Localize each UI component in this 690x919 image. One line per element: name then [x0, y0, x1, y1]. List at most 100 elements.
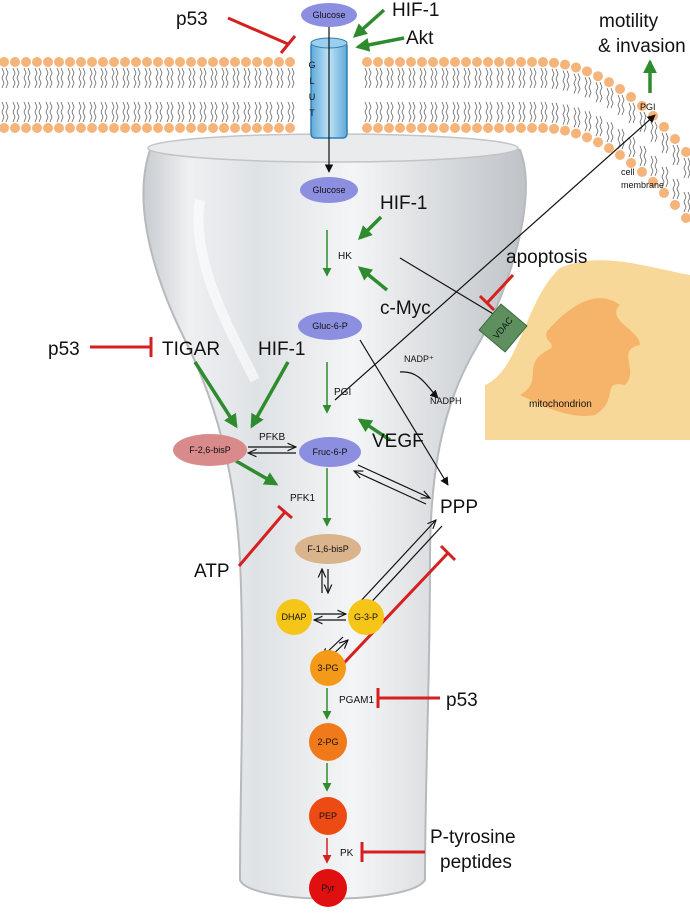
lipid-tail: [661, 166, 669, 188]
enzyme-pk: PK: [340, 848, 354, 859]
lipid-tail: [144, 67, 152, 89]
lipid-tail: [12, 101, 20, 123]
svg-text:3-PG: 3-PG: [317, 663, 338, 673]
lipid-tail: [397, 101, 405, 123]
svg-text:G-3-P: G-3-P: [354, 612, 378, 622]
regulator-c-myc: c-Myc: [380, 298, 431, 319]
lipid-tail: [650, 155, 658, 177]
metabolite-dhap: DHAP: [276, 599, 312, 635]
lipid-head: [681, 213, 690, 223]
mitochondrion-label: mitochondrion: [529, 399, 592, 410]
lipid-tail: [122, 67, 130, 89]
lipid-tail: [78, 67, 86, 89]
activation-arrows: [193, 8, 657, 486]
lipid-tail: [375, 67, 383, 89]
lipid-head: [230, 123, 240, 133]
lipid-head: [406, 123, 416, 133]
lipid-head: [87, 123, 97, 133]
outcome-ppp: PPP: [440, 497, 478, 518]
lipid-head: [670, 199, 680, 210]
lipid-tail: [595, 116, 603, 137]
lipid-tail: [364, 67, 372, 89]
lipid-tail: [67, 101, 75, 123]
regulator-atp: ATP: [194, 561, 230, 582]
regulator-akt: Akt: [406, 28, 434, 49]
lipid-head: [54, 57, 64, 67]
lipid-tail: [529, 67, 537, 89]
lipid-tail: [100, 67, 108, 89]
lipid-head: [120, 57, 130, 67]
lipid-tail: [430, 101, 438, 123]
lipid-tail: [155, 101, 163, 123]
lipid-head: [406, 57, 416, 67]
lipid-tail: [463, 101, 471, 123]
lipid-tail: [199, 67, 207, 89]
lipid-head: [263, 123, 273, 133]
lipid-head: [186, 123, 196, 133]
lipid-head: [670, 133, 680, 144]
lipid-head: [263, 57, 273, 67]
lipid-tail: [133, 67, 141, 89]
lipid-head: [43, 57, 53, 67]
lipid-tail: [441, 101, 449, 123]
nadph-label: NADPH: [430, 396, 462, 406]
lipid-tail: [628, 102, 636, 124]
lipid-head: [538, 57, 548, 68]
lipid-head: [109, 57, 119, 67]
lipid-tail: [485, 101, 493, 123]
mitochondrion: mitochondrion: [485, 260, 690, 440]
lipid-tail: [210, 101, 218, 123]
lipid-tail: [606, 121, 614, 143]
lipid-tail: [496, 101, 504, 123]
lipid-tail: [177, 67, 185, 89]
lipid-tail: [562, 70, 570, 91]
lipid-tail: [221, 67, 229, 89]
svg-text:PEP: PEP: [319, 811, 337, 821]
gluc6p-to-ppp-arrow: [359, 339, 449, 486]
lipid-tail: [672, 144, 680, 166]
vdac-channel: VDAC: [478, 303, 528, 353]
lipid-tail: [177, 101, 185, 123]
lipid-head: [505, 123, 515, 133]
lipid-tail: [408, 101, 416, 123]
lipid-tail: [584, 77, 592, 98]
lipid-tail: [540, 67, 548, 89]
lipid-tail: [452, 101, 460, 123]
lipid-head: [395, 123, 405, 133]
metabolite-glucose-outside: Glucose: [301, 3, 357, 27]
lipid-head: [10, 57, 20, 67]
lipid-tail: [551, 102, 559, 123]
lipid-head: [659, 187, 669, 198]
lipid-tail: [276, 67, 284, 89]
lipid-head: [582, 132, 592, 143]
lipid-tail: [386, 101, 394, 123]
lipid-tail: [221, 101, 229, 123]
lipid-head: [241, 123, 251, 133]
svg-text:DHAP: DHAP: [281, 612, 306, 622]
nadp-arrow: [399, 371, 439, 399]
lipid-tail: [496, 67, 504, 89]
lipid-head: [0, 123, 9, 133]
lipid-tail: [518, 67, 526, 89]
lipid-head: [65, 57, 75, 67]
glut-letter-g: G: [308, 60, 315, 70]
lipid-tail: [265, 67, 273, 89]
regulator-tigar: TIGAR: [162, 339, 220, 360]
lipid-head: [32, 57, 42, 67]
outcome-motility: motility: [599, 11, 659, 32]
lipid-tail: [551, 68, 559, 89]
flask-background: [142, 140, 527, 900]
lipid-tail: [683, 191, 690, 213]
enzyme-pgam1: PGAM1: [339, 695, 374, 706]
lipid-tail: [254, 101, 262, 123]
regulator-p-tyrosine: P-tyrosine: [430, 827, 516, 848]
regulator-p53-pgam: p53: [446, 690, 478, 711]
cell-membrane: [0, 57, 690, 223]
glut-letter-l: L: [309, 76, 314, 86]
lipid-tail: [397, 67, 405, 89]
lipid-tail: [452, 67, 460, 89]
lipid-tail: [1, 67, 9, 89]
lipid-tail: [683, 157, 690, 179]
lipid-head: [32, 123, 42, 133]
lipid-tail: [78, 101, 86, 123]
